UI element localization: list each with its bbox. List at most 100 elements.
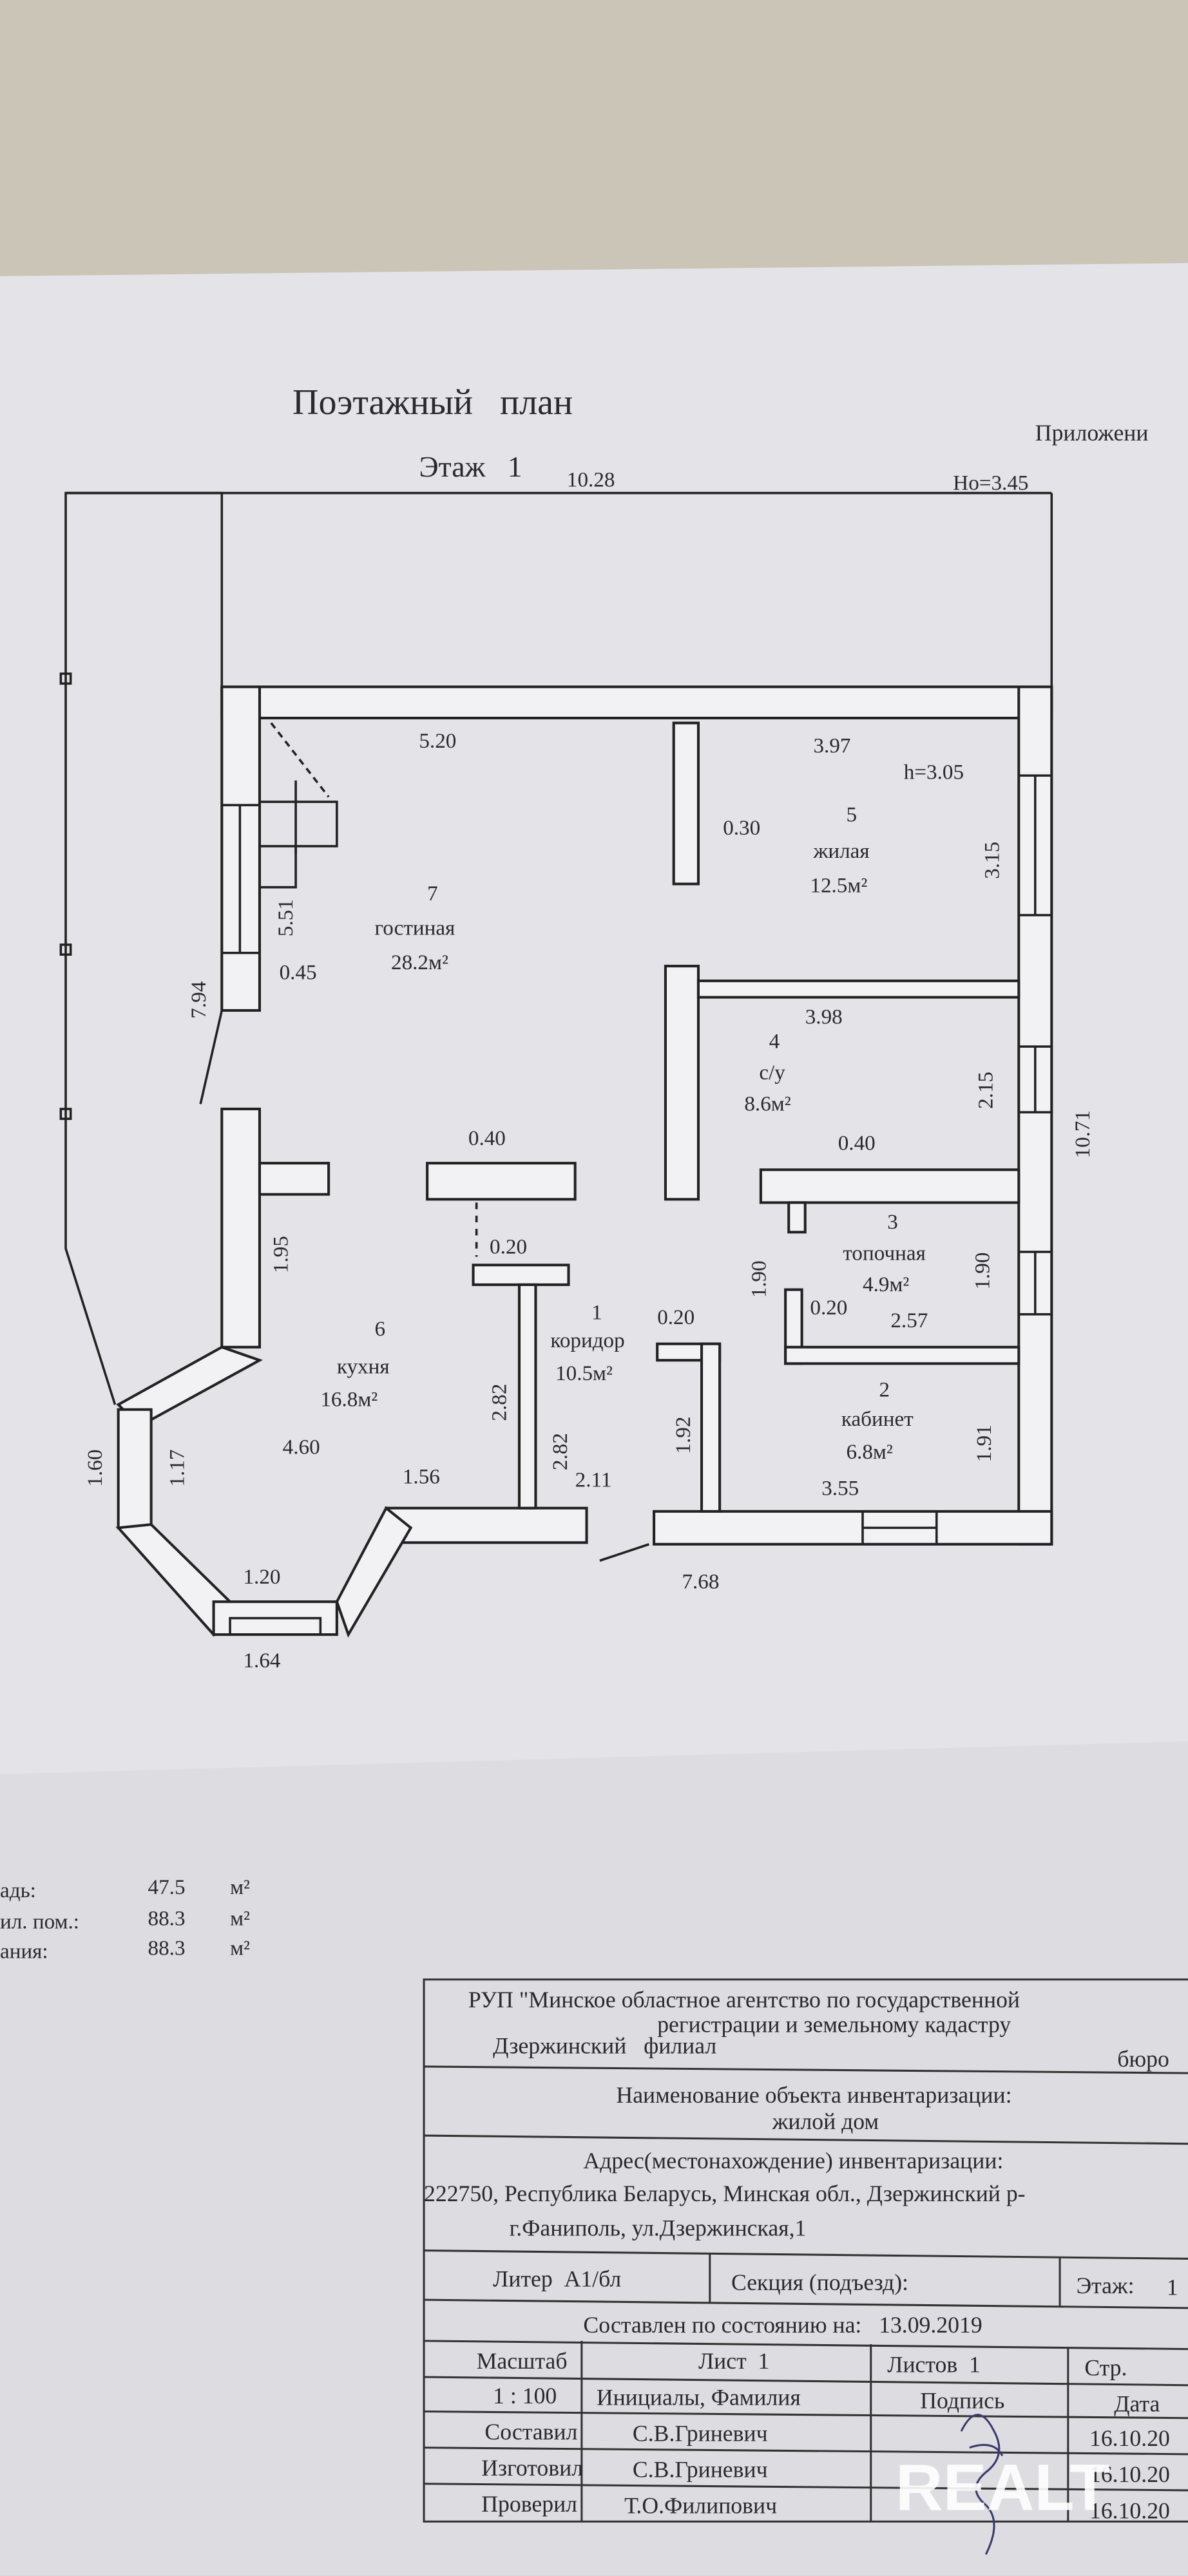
room-number: 6: [375, 1317, 386, 1341]
scale-label: Масштаб: [477, 2348, 568, 2374]
stairs: [259, 722, 338, 889]
floor-value: 1: [1167, 2274, 1178, 2300]
dim-020a: 0.20: [490, 1235, 527, 1258]
compiled-date: Составлен по состоянию на: 13.09.2019: [583, 2312, 982, 2338]
dim-164: 1.64: [243, 1649, 280, 1672]
dim-117: 1.17: [166, 1450, 189, 1487]
wall-left-upper: [220, 685, 262, 1012]
area-value: 47.5: [148, 1875, 186, 1899]
floor-heading: Этаж 1: [419, 450, 522, 483]
windows: [220, 774, 1053, 1636]
sheets-total: Листов 1: [887, 2351, 981, 2377]
dim-355: 3.55: [821, 1476, 859, 1500]
dim-total-width: 10.28: [567, 468, 615, 491]
signer-date: 16.10.20: [1089, 2497, 1170, 2523]
signer-date: 16.10.20: [1089, 2461, 1170, 2487]
signer-row: Проверил Т.О.Филипович 16.10.20: [481, 2491, 1170, 2523]
room-2-office: 2 кабинет 6.8м²: [841, 1378, 914, 1464]
wall-room4-room3: [759, 1168, 1020, 1204]
signer-role: Проверил: [481, 2491, 577, 2517]
room-area: 28.2м²: [391, 951, 448, 974]
wall-stub: [787, 1201, 807, 1234]
area-value: 88.3: [148, 1907, 186, 1931]
room-number: 3: [887, 1210, 898, 1234]
room-number: 7: [427, 882, 438, 905]
page-label: Стр.: [1084, 2354, 1127, 2380]
handwritten-signature: [960, 2414, 1004, 2555]
signer-name: С.В.Гриневич: [633, 2420, 768, 2446]
scale-value: 1 : 100: [493, 2383, 557, 2409]
org-name-line1: РУП "Минское областное агентство по госу…: [468, 1987, 1020, 2012]
dim-ho: Ho=3.45: [953, 471, 1028, 495]
col-sign-header: Подпись: [920, 2387, 1004, 2413]
dim-1071: 10.71: [1071, 1110, 1095, 1159]
dim-191: 1.91: [972, 1425, 996, 1462]
signer-row: Составил С.В.Гриневич 16.10.20: [484, 2419, 1169, 2451]
dim-040b: 0.40: [838, 1132, 876, 1155]
floor-label: Этаж:: [1077, 2273, 1135, 2298]
wall-top: [220, 685, 1053, 720]
room-3-boiler: 3 топочная 4.9м²: [843, 1210, 925, 1296]
dim-551: 5.51: [274, 899, 298, 936]
area-label: ил. пом.:: [0, 1910, 79, 1934]
address-label: Адрес(местонахождение) инвентаризации:: [583, 2148, 1003, 2174]
plan-title: Поэтажный план: [292, 383, 573, 422]
room-area: 10.5м²: [555, 1361, 613, 1385]
dim-794: 7.94: [187, 981, 211, 1018]
signer-role: Изготовил: [481, 2455, 583, 2481]
room-number: 2: [879, 1378, 890, 1401]
object-label: Наименование объекта инвентаризации:: [616, 2082, 1011, 2108]
dim-020b: 0.20: [657, 1305, 695, 1329]
room-number: 5: [846, 803, 857, 827]
bay-wall-5: [335, 1506, 413, 1638]
wall-corridor-top-left: [472, 1264, 570, 1286]
room-name: жилая: [812, 839, 869, 863]
area-unit: м²: [230, 1875, 250, 1899]
dim-282a: 2.82: [488, 1384, 512, 1421]
dim-156: 1.56: [403, 1465, 440, 1489]
room-name: коридор: [550, 1329, 624, 1352]
signer-role: Составил: [484, 2419, 577, 2445]
sheet-number: Лист 1: [698, 2348, 769, 2374]
dim-040a: 0.40: [468, 1126, 506, 1150]
room-5-living: 5 жилая 12.5м²: [810, 803, 869, 898]
dim-190b: 1.90: [970, 1253, 994, 1290]
dim-211: 2.11: [575, 1468, 612, 1492]
liter: Литер А1/бл: [493, 2266, 621, 2292]
dim-top-right: 3.97: [813, 734, 850, 758]
address-line2: г.Фаниполь, ул.Дзержинская,1: [510, 2215, 807, 2241]
section-label: Секция (подъезд):: [731, 2269, 908, 2295]
wall-corridor-right: [700, 1342, 722, 1513]
address-line1: 222750, Республика Беларусь, Минская обл…: [424, 2181, 1026, 2206]
wall-living-partition: [426, 1162, 577, 1201]
wall-mid-vertical: [664, 965, 700, 1201]
title-block: РУП "Минское областное агентство по госу…: [423, 1978, 1188, 2555]
bay-wall-2: [117, 1408, 153, 1530]
room-name: кабинет: [841, 1407, 914, 1431]
area-unit: м²: [230, 1936, 250, 1960]
signer-row: Изготовил С.В.Гриневич 16.10.20: [481, 2455, 1170, 2487]
room-area: 16.8м²: [320, 1388, 378, 1412]
col-name-header: Инициалы, Фамилия: [597, 2384, 801, 2410]
dim-120: 1.20: [243, 1565, 280, 1589]
wall-room3-room2: [784, 1345, 1020, 1365]
branch-name: Дзержинский филиал: [493, 2033, 716, 2059]
dim-282b: 2.82: [548, 1433, 572, 1470]
dim-460: 4.60: [283, 1435, 320, 1459]
dim-160: 1.60: [83, 1450, 107, 1487]
appendix-label: Приложени: [1035, 420, 1149, 446]
wall-030: [672, 721, 700, 886]
dim-768: 7.68: [682, 1570, 719, 1594]
room-area: 6.8м²: [846, 1440, 892, 1464]
signer-name: С.В.Гриневич: [633, 2457, 768, 2483]
floor-plan: [59, 491, 1053, 1638]
dim-257: 2.57: [890, 1309, 928, 1332]
dim-045: 0.45: [280, 961, 317, 985]
wall-room5-room4: [696, 980, 1020, 999]
dim-top-left: 5.20: [419, 729, 456, 753]
dim-020c: 0.20: [810, 1296, 847, 1320]
area-value: 88.3: [148, 1936, 186, 1960]
room-name: гостиная: [375, 916, 455, 940]
dim-wall-030: 0.30: [723, 816, 760, 840]
object-value: жилой дом: [772, 2108, 879, 2134]
